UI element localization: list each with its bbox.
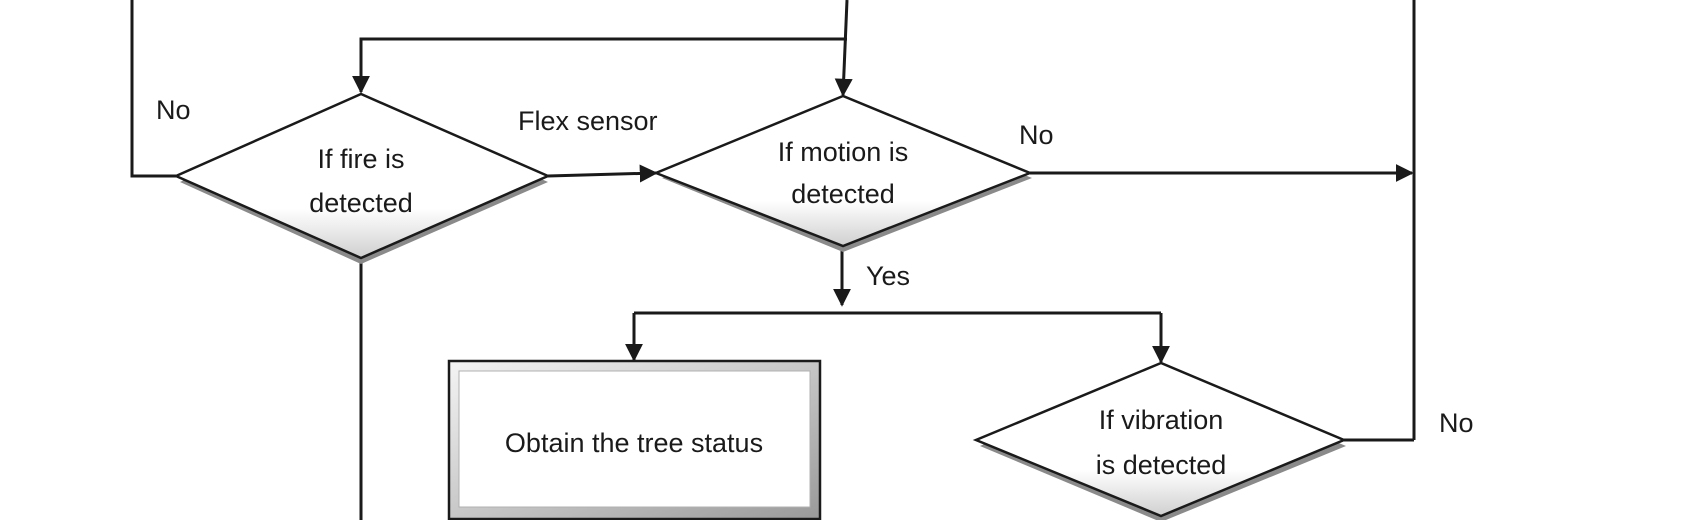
fire-decision-line2: detected	[309, 188, 413, 218]
vibration-decision-line2: is detected	[1096, 450, 1227, 480]
fire-decision-line1: If fire is	[317, 144, 404, 174]
motion-no-label: No	[1019, 120, 1054, 150]
tree-status-process-box: Obtain the tree status	[447, 359, 822, 520]
fire-decision-diamond: If fire is detected	[172, 92, 552, 264]
fire-no-loop-line	[130, 0, 176, 178]
motion-decision-line1: If motion is	[778, 137, 909, 167]
tree-status-text: Obtain the tree status	[505, 428, 763, 458]
fire-no-label: No	[156, 95, 191, 125]
top-to-fire-line	[352, 37, 847, 94]
vibration-decision-diamond: If vibration is detected	[972, 361, 1348, 520]
fire-to-motion-line	[547, 164, 658, 183]
vibration-decision-line1: If vibration	[1099, 405, 1224, 435]
flex-sensor-label: Flex sensor	[518, 106, 658, 136]
motion-decision-line2: detected	[791, 179, 895, 209]
motion-decision-diamond: If motion is detected	[652, 94, 1034, 252]
vibration-no-label: No	[1439, 408, 1474, 438]
top-to-motion-line	[834, 0, 853, 97]
motion-yes-label: Yes	[866, 261, 910, 291]
